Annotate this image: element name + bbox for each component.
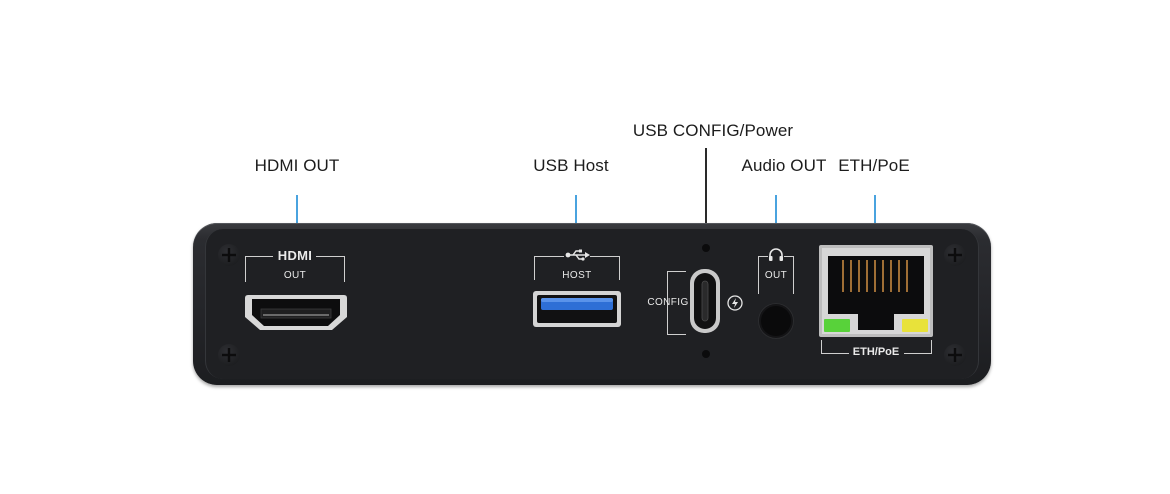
eth-bracket-left [821, 340, 822, 353]
headphones-icon [769, 248, 783, 261]
usb-config-power-callout: USB CONFIG/Power [632, 121, 794, 140]
led-indicator-bottom [702, 350, 710, 358]
usb-host-label: HOST [562, 270, 592, 281]
lightning-icon [727, 295, 743, 311]
audio-bracket-top-right [784, 256, 794, 257]
eth-bracket-bottom-left [821, 353, 849, 354]
screw-icon [218, 344, 240, 366]
usb-host-leader-line [575, 195, 577, 244]
screw-icon [218, 244, 240, 266]
audio-bracket-right [793, 256, 794, 294]
eth-poe-callout: ETH/PoE [838, 156, 910, 175]
usb-bracket-right [619, 256, 620, 280]
eth-leader-line [874, 195, 876, 247]
usb-c-port[interactable] [689, 268, 721, 334]
usb-config-leader-line [705, 148, 707, 230]
usb-a-port[interactable] [532, 290, 622, 328]
screw-icon [944, 244, 966, 266]
hdmi-bracket-top-right [316, 256, 344, 257]
hdmi-leader-line [296, 195, 298, 244]
eth-bracket-right [931, 340, 932, 353]
hdmi-out-label: OUT [283, 270, 307, 281]
audio-bracket-top-left [758, 256, 768, 257]
eth-poe-label: ETH/PoE [852, 346, 900, 358]
audio-bracket-left [758, 256, 759, 294]
hdmi-port[interactable] [244, 293, 348, 333]
hdmi-label-bracket [245, 256, 345, 282]
hdmi-out-callout: HDMI OUT [254, 156, 340, 175]
ethernet-port[interactable] [818, 244, 934, 338]
usb-bracket-top-left [534, 256, 564, 257]
audio-jack[interactable] [757, 302, 795, 340]
audio-out-label: OUT [764, 270, 788, 281]
config-label: CONFIG [647, 297, 689, 308]
config-bracket [667, 271, 686, 335]
eth-bracket-bottom-right [904, 353, 932, 354]
audio-out-callout: Audio OUT [741, 156, 827, 175]
screw-icon [944, 344, 966, 366]
hdmi-label: HDMI [277, 248, 313, 263]
led-indicator-top [702, 244, 710, 252]
usb-bracket-top-right [590, 256, 620, 257]
hdmi-bracket-top-left [245, 256, 273, 257]
audio-leader-line [775, 195, 777, 244]
usb-bracket-left [534, 256, 535, 280]
usb-host-callout: USB Host [533, 156, 609, 175]
usb-icon [565, 249, 590, 261]
